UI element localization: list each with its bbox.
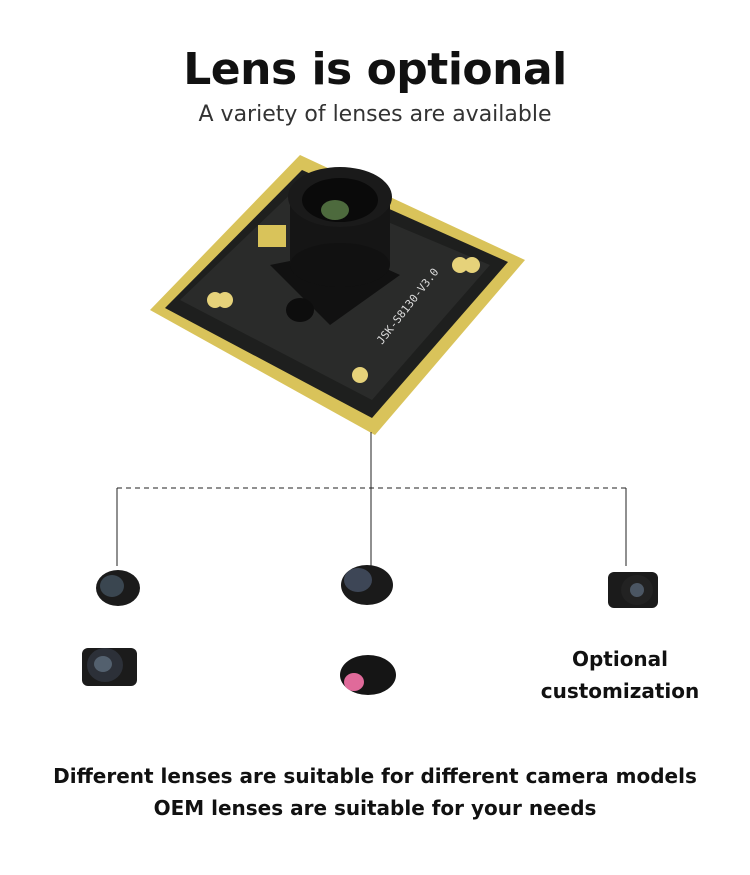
custom-caption-line2: customization	[540, 679, 700, 703]
camera-board-image: JSK-S8130-V3.0	[150, 155, 525, 435]
footer-line2: OEM lenses are suitable for your needs	[153, 796, 597, 820]
lens-option-3	[341, 565, 393, 605]
footer-line1: Different lenses are suitable for differ…	[53, 764, 697, 788]
lens-option-2	[82, 648, 137, 686]
page-subtitle: A variety of lenses are available	[198, 102, 552, 127]
lens-option-1	[96, 570, 140, 606]
lens-option-4	[340, 655, 396, 695]
custom-option-caption: Optional customization	[540, 643, 700, 707]
custom-caption-line1: Optional	[571, 647, 669, 671]
lens-option-5	[608, 572, 658, 608]
connector-lines	[116, 432, 627, 566]
page-title: Lens is optional	[183, 44, 567, 95]
